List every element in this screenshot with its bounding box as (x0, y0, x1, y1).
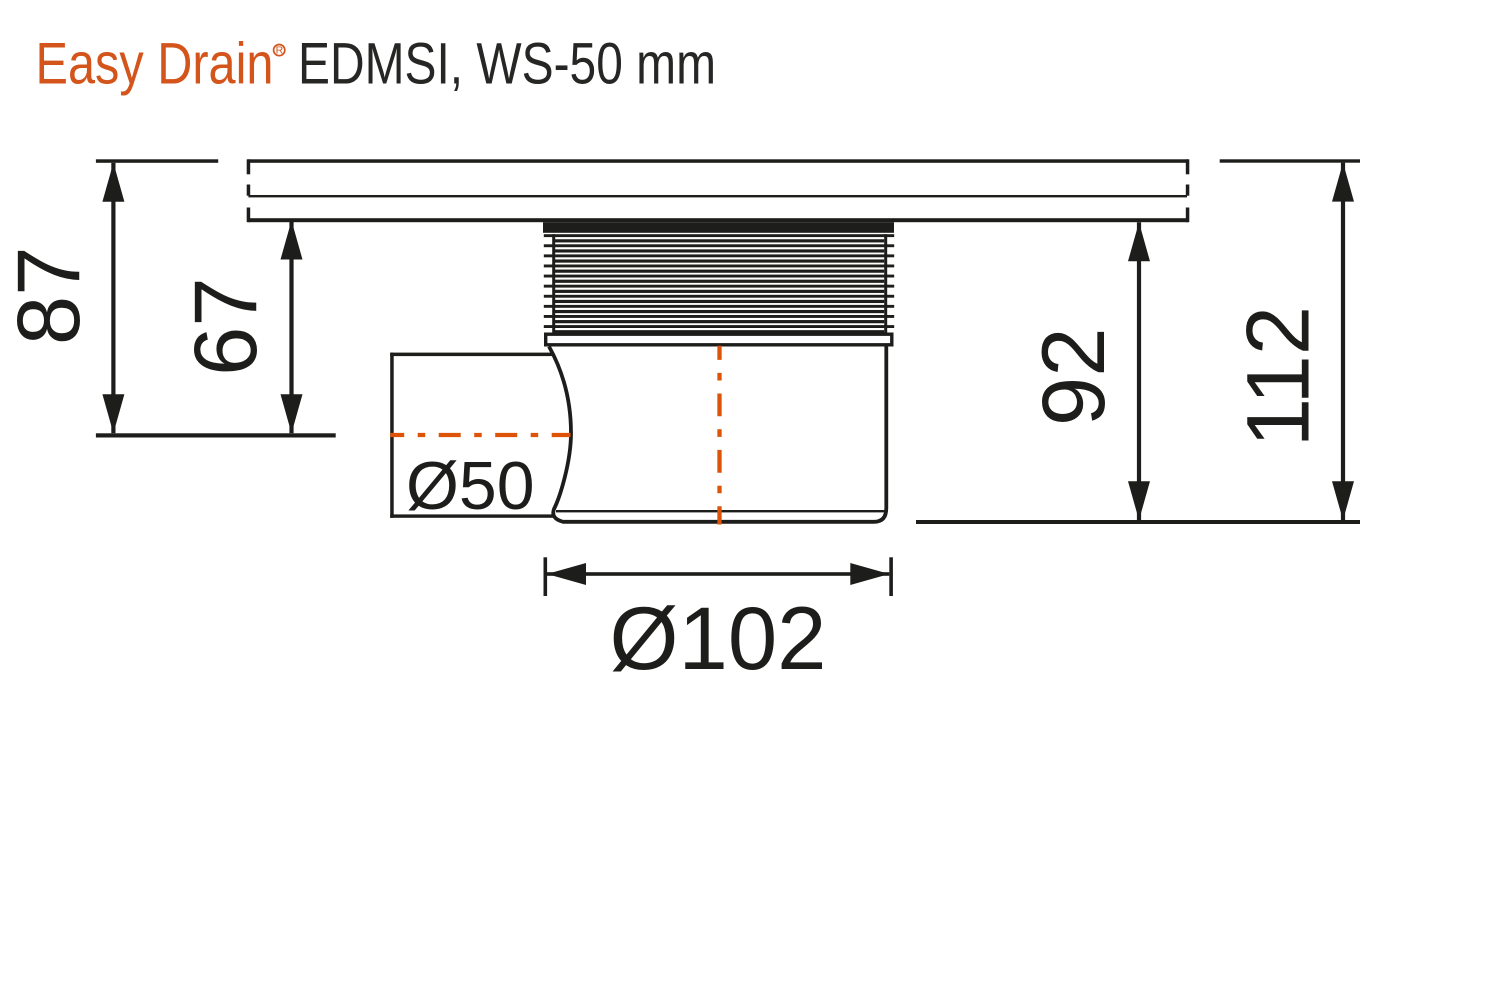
svg-text:Ø50: Ø50 (406, 448, 535, 524)
svg-text:87: 87 (0, 246, 98, 345)
svg-text:R: R (276, 45, 284, 57)
svg-text:EDMSI, WS-50 mm: EDMSI, WS-50 mm (298, 32, 716, 97)
svg-text:67: 67 (176, 277, 275, 376)
svg-text:Ø102: Ø102 (610, 589, 827, 688)
svg-text:112: 112 (1229, 306, 1328, 447)
svg-text:Easy Drain: Easy Drain (36, 32, 274, 97)
svg-text:92: 92 (1024, 327, 1123, 426)
